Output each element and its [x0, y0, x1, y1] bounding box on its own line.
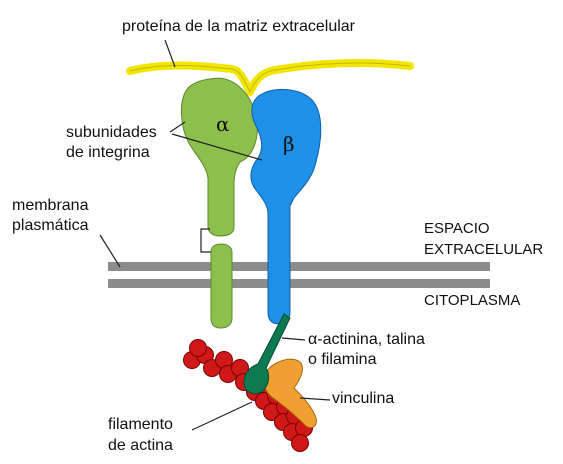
actin-filament-label-2: de actina	[108, 436, 173, 455]
linker-leader	[282, 338, 305, 340]
beta-symbol: β	[283, 132, 295, 156]
integrin-subunits-label-1: subunidades	[66, 123, 157, 142]
alpha-subunit-head	[181, 78, 257, 236]
membrane-outer-layer	[108, 262, 490, 271]
membrane-label-2: plasmática	[12, 216, 88, 235]
membrane-inner-layer	[108, 279, 490, 288]
ecm-protein-label: proteína de la matriz extracelular	[122, 17, 355, 36]
integrin-subunits-label-2: de integrina	[66, 143, 150, 162]
extracellular-space-label-2: EXTRACELULAR	[424, 240, 543, 259]
ecm-protein	[130, 63, 410, 92]
alpha-subunit-transmembrane	[211, 244, 232, 328]
cytoplasm-label: CITOPLASMA	[424, 291, 520, 310]
linker-protein-label-1: α-actinina, talina	[308, 330, 425, 349]
actin-leader	[192, 402, 252, 430]
membrane-label-1: membrana	[12, 196, 88, 215]
extracellular-space-label-1: ESPACIO	[424, 219, 490, 238]
vinculin-label: vinculina	[332, 389, 394, 408]
actin-filament-label-1: filamento	[108, 415, 173, 434]
linker-protein-label-2: o filamina	[308, 350, 376, 369]
alpha-symbol: α	[216, 112, 230, 136]
beta-subunit	[251, 89, 321, 324]
